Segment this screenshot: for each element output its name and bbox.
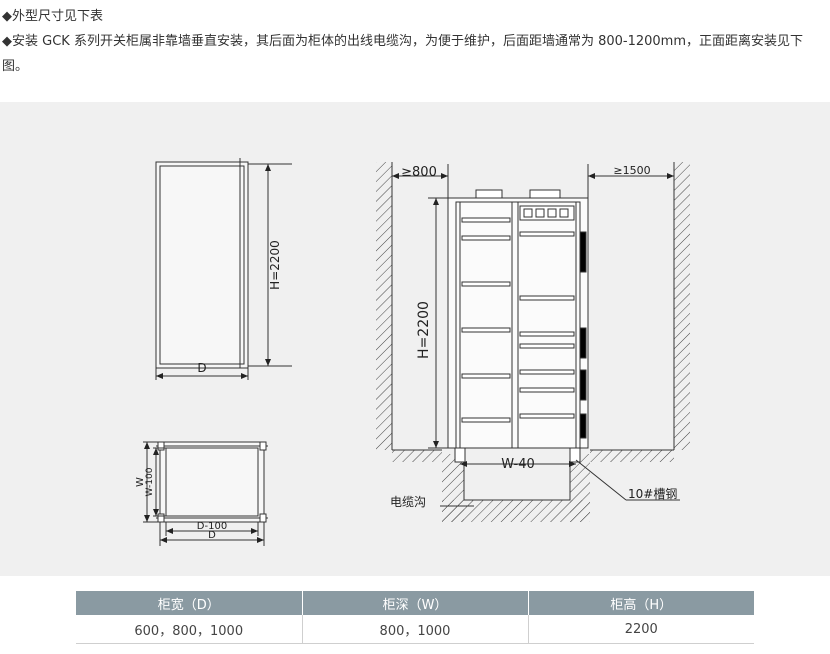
cable-trench-label: 电缆沟 — [390, 495, 426, 509]
table-header-row: 柜宽（D） 柜深（W） 柜高（H） — [76, 591, 754, 615]
channel-steel-left — [454, 447, 466, 463]
front-height-label: H=2200 — [416, 301, 432, 359]
table-header-depth: 柜深（W） — [302, 591, 529, 615]
base-width-label: W-40 — [501, 457, 535, 472]
dimension-table: 柜宽（D） 柜深（W） 柜高（H） 600，800，1000 800，1000 … — [76, 591, 754, 644]
table-header-height: 柜高（H） — [528, 591, 754, 615]
channel-steel-right — [569, 447, 581, 463]
plan-d100-label: D-100 — [197, 521, 227, 532]
meter-icon — [547, 208, 557, 218]
side-height-label: H=2200 — [268, 240, 282, 290]
front-clearance-label: ≥1500 — [613, 164, 650, 177]
front-view — [376, 162, 690, 522]
side-view — [155, 158, 292, 380]
cable-trench-bottom-hatch — [442, 500, 590, 522]
intro-line-1: ◆外型尺寸见下表 — [2, 9, 103, 24]
right-wall-hatch — [674, 162, 690, 450]
installation-diagram: H=2200 D W W-100 D-100 D — [135, 158, 690, 546]
left-wall-hatch — [376, 162, 392, 450]
plan-w100-label: W-100 — [145, 467, 155, 496]
back-clearance-label: ≥800 — [401, 165, 437, 180]
plan-d-label: D — [208, 530, 216, 541]
plan-w-label: W — [135, 477, 146, 487]
table-row: 600，800，1000 800，1000 2200 — [76, 615, 754, 644]
intro-line-2: ◆安装 GCK 系列开关柜属非靠墙垂直安装，其后面为柜体的出线电缆沟，为便于维护… — [2, 34, 803, 74]
intro-text: ◆外型尺寸见下表 ◆安装 GCK 系列开关柜属非靠墙垂直安装，其后面为柜体的出线… — [2, 4, 828, 79]
plan-view — [143, 441, 268, 546]
table-cell-depth: 800，1000 — [302, 615, 529, 644]
meter-icon — [559, 208, 569, 218]
channel-steel-label: 10#槽钢 — [628, 487, 677, 501]
diagram-panel: H=2200 D W W-100 D-100 D — [0, 102, 830, 576]
table-header-width: 柜宽（D） — [76, 591, 303, 615]
meter-icon — [535, 208, 545, 218]
plan-inner — [165, 447, 259, 517]
cabinet-side-outline — [155, 161, 249, 369]
cabinet-side-inner — [159, 165, 245, 365]
plan-outline — [159, 441, 265, 523]
channel-steel-leader — [575, 459, 627, 501]
side-depth-label: D — [197, 361, 206, 375]
meter-icon — [523, 208, 533, 218]
table-cell-width: 600，800，1000 — [76, 615, 303, 644]
cable-trench — [463, 458, 571, 501]
table-cell-height: 2200 — [528, 615, 754, 644]
